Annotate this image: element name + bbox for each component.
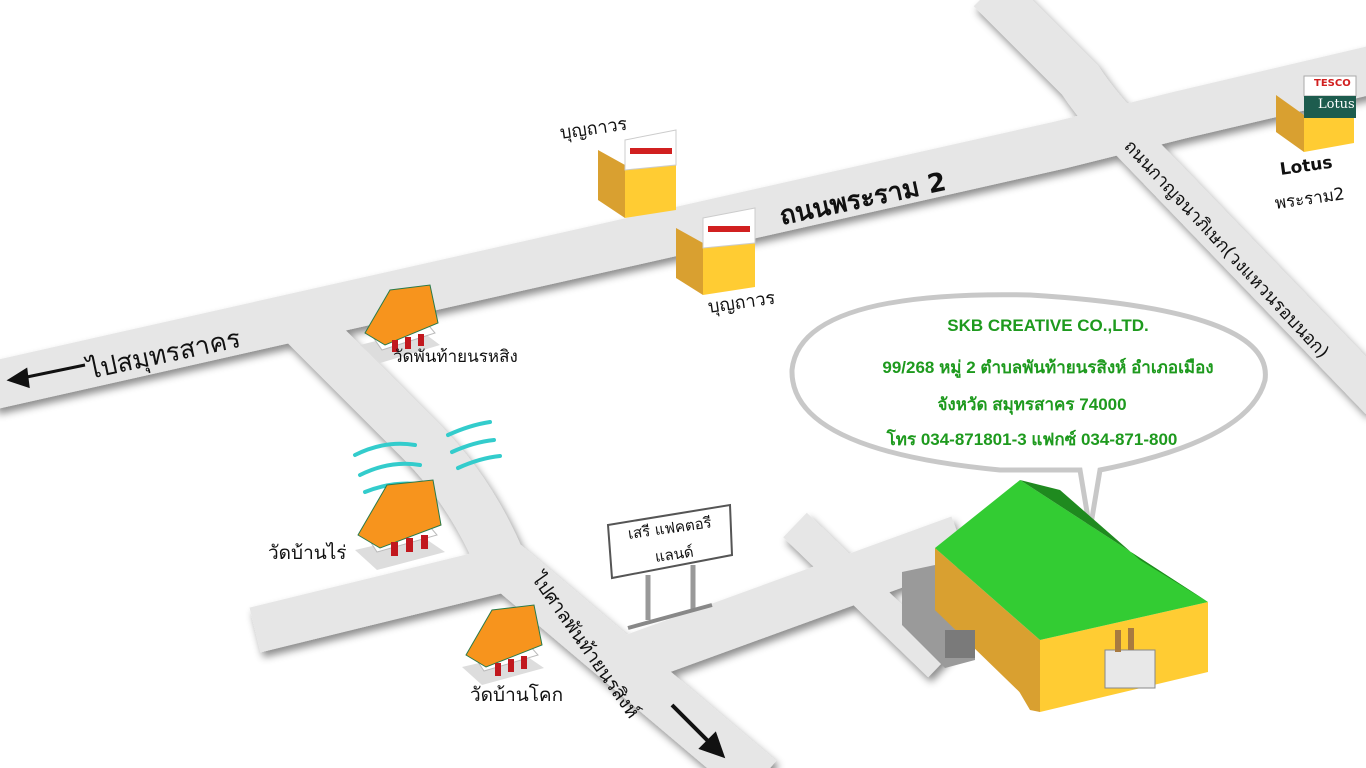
road-left-branch <box>249 547 506 653</box>
boonthavorn-store-2-icon <box>676 207 756 295</box>
lotus-sign-bottom: Lotus <box>1318 97 1355 112</box>
factory-building-icon <box>902 480 1208 712</box>
boonthavorn-store-1-icon <box>598 129 677 218</box>
label-temple-phanthai: วัดพันท้ายนรหสิง <box>393 347 518 367</box>
road-factory <box>621 516 969 684</box>
label-temple-ban-khok: วัดบ้านโคก <box>470 684 564 706</box>
company-name: SKB CREATIVE CO.,LTD. <box>947 316 1149 335</box>
company-address-line2: จังหวัด สมุทรสาคร 74000 <box>937 395 1127 414</box>
road-side <box>282 302 777 768</box>
road-top-branch <box>973 0 1147 157</box>
arrow-left-icon <box>6 363 86 389</box>
speech-bubble <box>789 292 1268 531</box>
label-temple-ban-rai: วัดบ้านไร่ <box>268 542 347 564</box>
road-kanchanaphisek <box>1095 106 1366 414</box>
lotus-sign-top: TESCO <box>1314 78 1351 89</box>
tesco-lotus-store-icon <box>1276 75 1357 152</box>
temple-phanthai-icon <box>360 284 440 363</box>
temple-ban-khok-icon <box>462 604 544 685</box>
company-phone: โทร 034-871801-3 แฟกซ์ 034-871-800 <box>886 430 1178 449</box>
company-address-line1: 99/268 หมู่ 2 ตำบลพันท้ายนรสิงห์ อำเภอเม… <box>882 358 1214 377</box>
arrow-down-right-icon <box>670 703 726 759</box>
temple-ban-rai-icon <box>355 479 445 570</box>
billboard-icon <box>606 503 734 630</box>
road-stub <box>783 512 952 678</box>
